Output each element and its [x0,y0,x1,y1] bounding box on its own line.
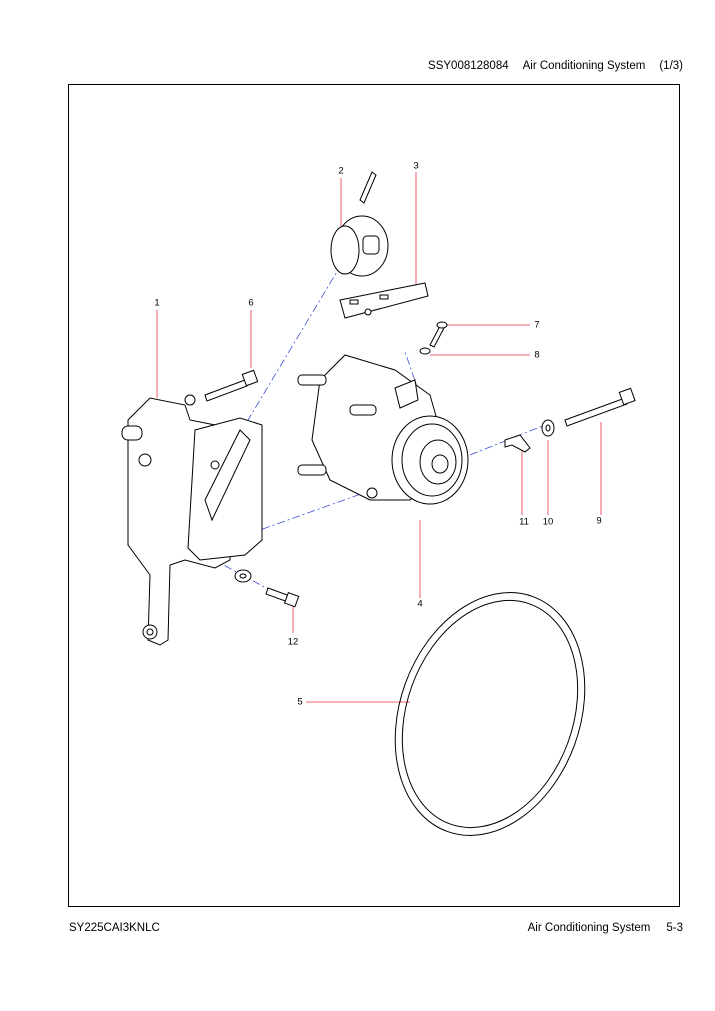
callout-5: 5 [297,696,303,708]
callout-10: 10 [542,516,554,528]
bolt-12 [234,569,300,608]
callout-3: 3 [413,160,419,172]
adjust-plate [339,282,429,319]
callout-6: 6 [248,297,254,309]
callout-1: 1 [154,297,160,309]
diagram-frame [68,84,680,907]
belt [394,592,586,836]
compressor [297,354,469,505]
callout-8: 8 [534,349,540,361]
page-header: SSY008128084 Air Conditioning System (1/3) [428,60,683,72]
main-bracket [121,394,263,646]
footer-page-number: 5-3 [666,922,683,934]
page-footer: Air Conditioning System 5-3 [528,922,683,934]
doc-code: SSY008128084 [428,60,509,72]
header-page-of: (1/3) [659,60,683,72]
callout-7: 7 [534,319,540,331]
callout-9: 9 [596,515,602,527]
pin-7-oring-8 [419,321,448,355]
callout-12: 12 [287,636,299,648]
callout-4: 4 [417,598,423,610]
bolt-6 [204,369,259,402]
idler-pulley [330,171,389,277]
callout-2: 2 [338,165,344,177]
footer-section: Air Conditioning System [527,922,651,934]
callout-11: 11 [519,516,529,528]
leader-lines [156,172,602,703]
bolt-9-washer-10-bracket-11 [504,387,636,453]
header-title: Air Conditioning System [522,60,646,72]
footer-model: SY225CAI3KNLC [69,922,160,934]
